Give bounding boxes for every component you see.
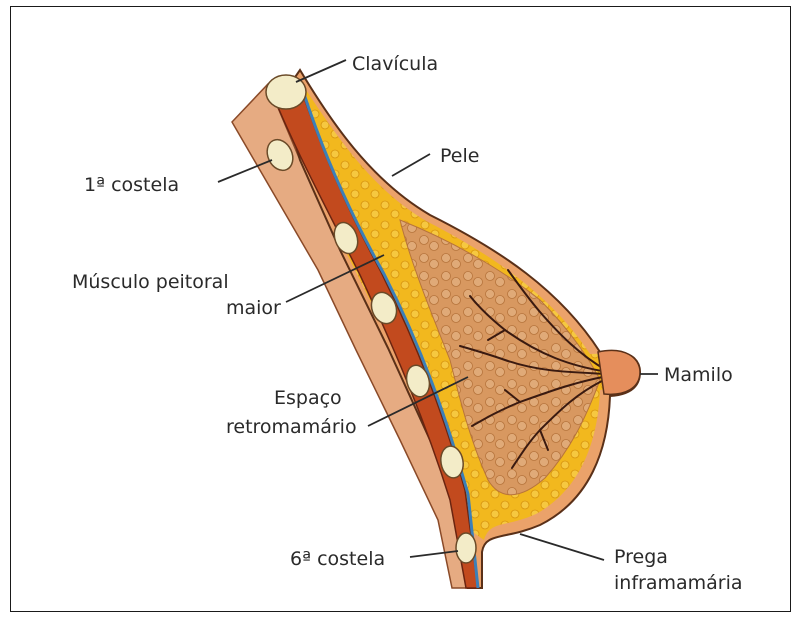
label-mamilo: Mamilo [664, 364, 733, 386]
label-6a-costela: 6ª costela [290, 548, 385, 570]
label-pele: Pele [440, 145, 479, 167]
label-inframamaria: inframamária [614, 572, 743, 594]
label-prega: Prega [614, 546, 668, 568]
label-retromamario: retromamário [226, 416, 357, 438]
nipple [598, 350, 640, 394]
label-musculo-peitoral: Músculo peitoral [72, 271, 229, 293]
label-espaco: Espaço [274, 387, 342, 409]
label-1a-costela: 1ª costela [84, 174, 179, 196]
rib-6 [456, 533, 476, 563]
label-clavicula: Clavícula [352, 53, 438, 75]
label-maior: maior [226, 297, 281, 319]
